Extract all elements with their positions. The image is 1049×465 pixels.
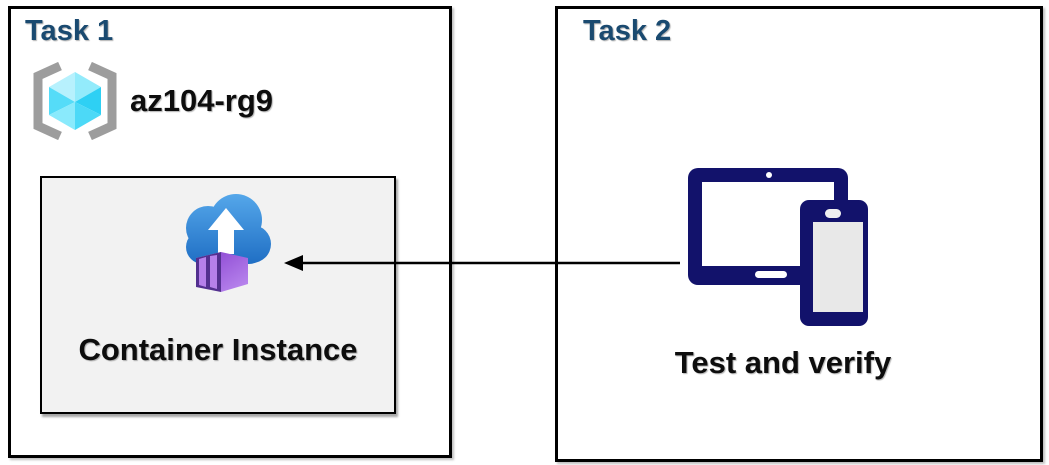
resource-group-icon bbox=[33, 62, 117, 140]
phone-shape bbox=[800, 200, 868, 326]
upload-arrow-shape bbox=[208, 208, 244, 254]
test-verify-label: Test and verify bbox=[674, 345, 892, 380]
container-instance-label: Container Instance bbox=[78, 332, 358, 367]
container-box-shape bbox=[196, 252, 248, 292]
task2-title: Task 2 bbox=[583, 15, 672, 47]
cube-shape bbox=[49, 72, 101, 130]
right-bracket-shape bbox=[88, 62, 117, 140]
task2-box: Task 2 Test and verify bbox=[555, 6, 1043, 462]
container-instance-box: Container Instance bbox=[40, 176, 396, 414]
task1-title: Task 1 bbox=[25, 15, 114, 47]
devices-icon bbox=[688, 168, 868, 326]
task1-box: Task 1 az104-rg9 bbox=[8, 6, 452, 458]
left-bracket-shape bbox=[33, 62, 62, 140]
resource-group-name: az104-rg9 bbox=[130, 83, 274, 118]
container-instance-icon bbox=[186, 194, 271, 292]
